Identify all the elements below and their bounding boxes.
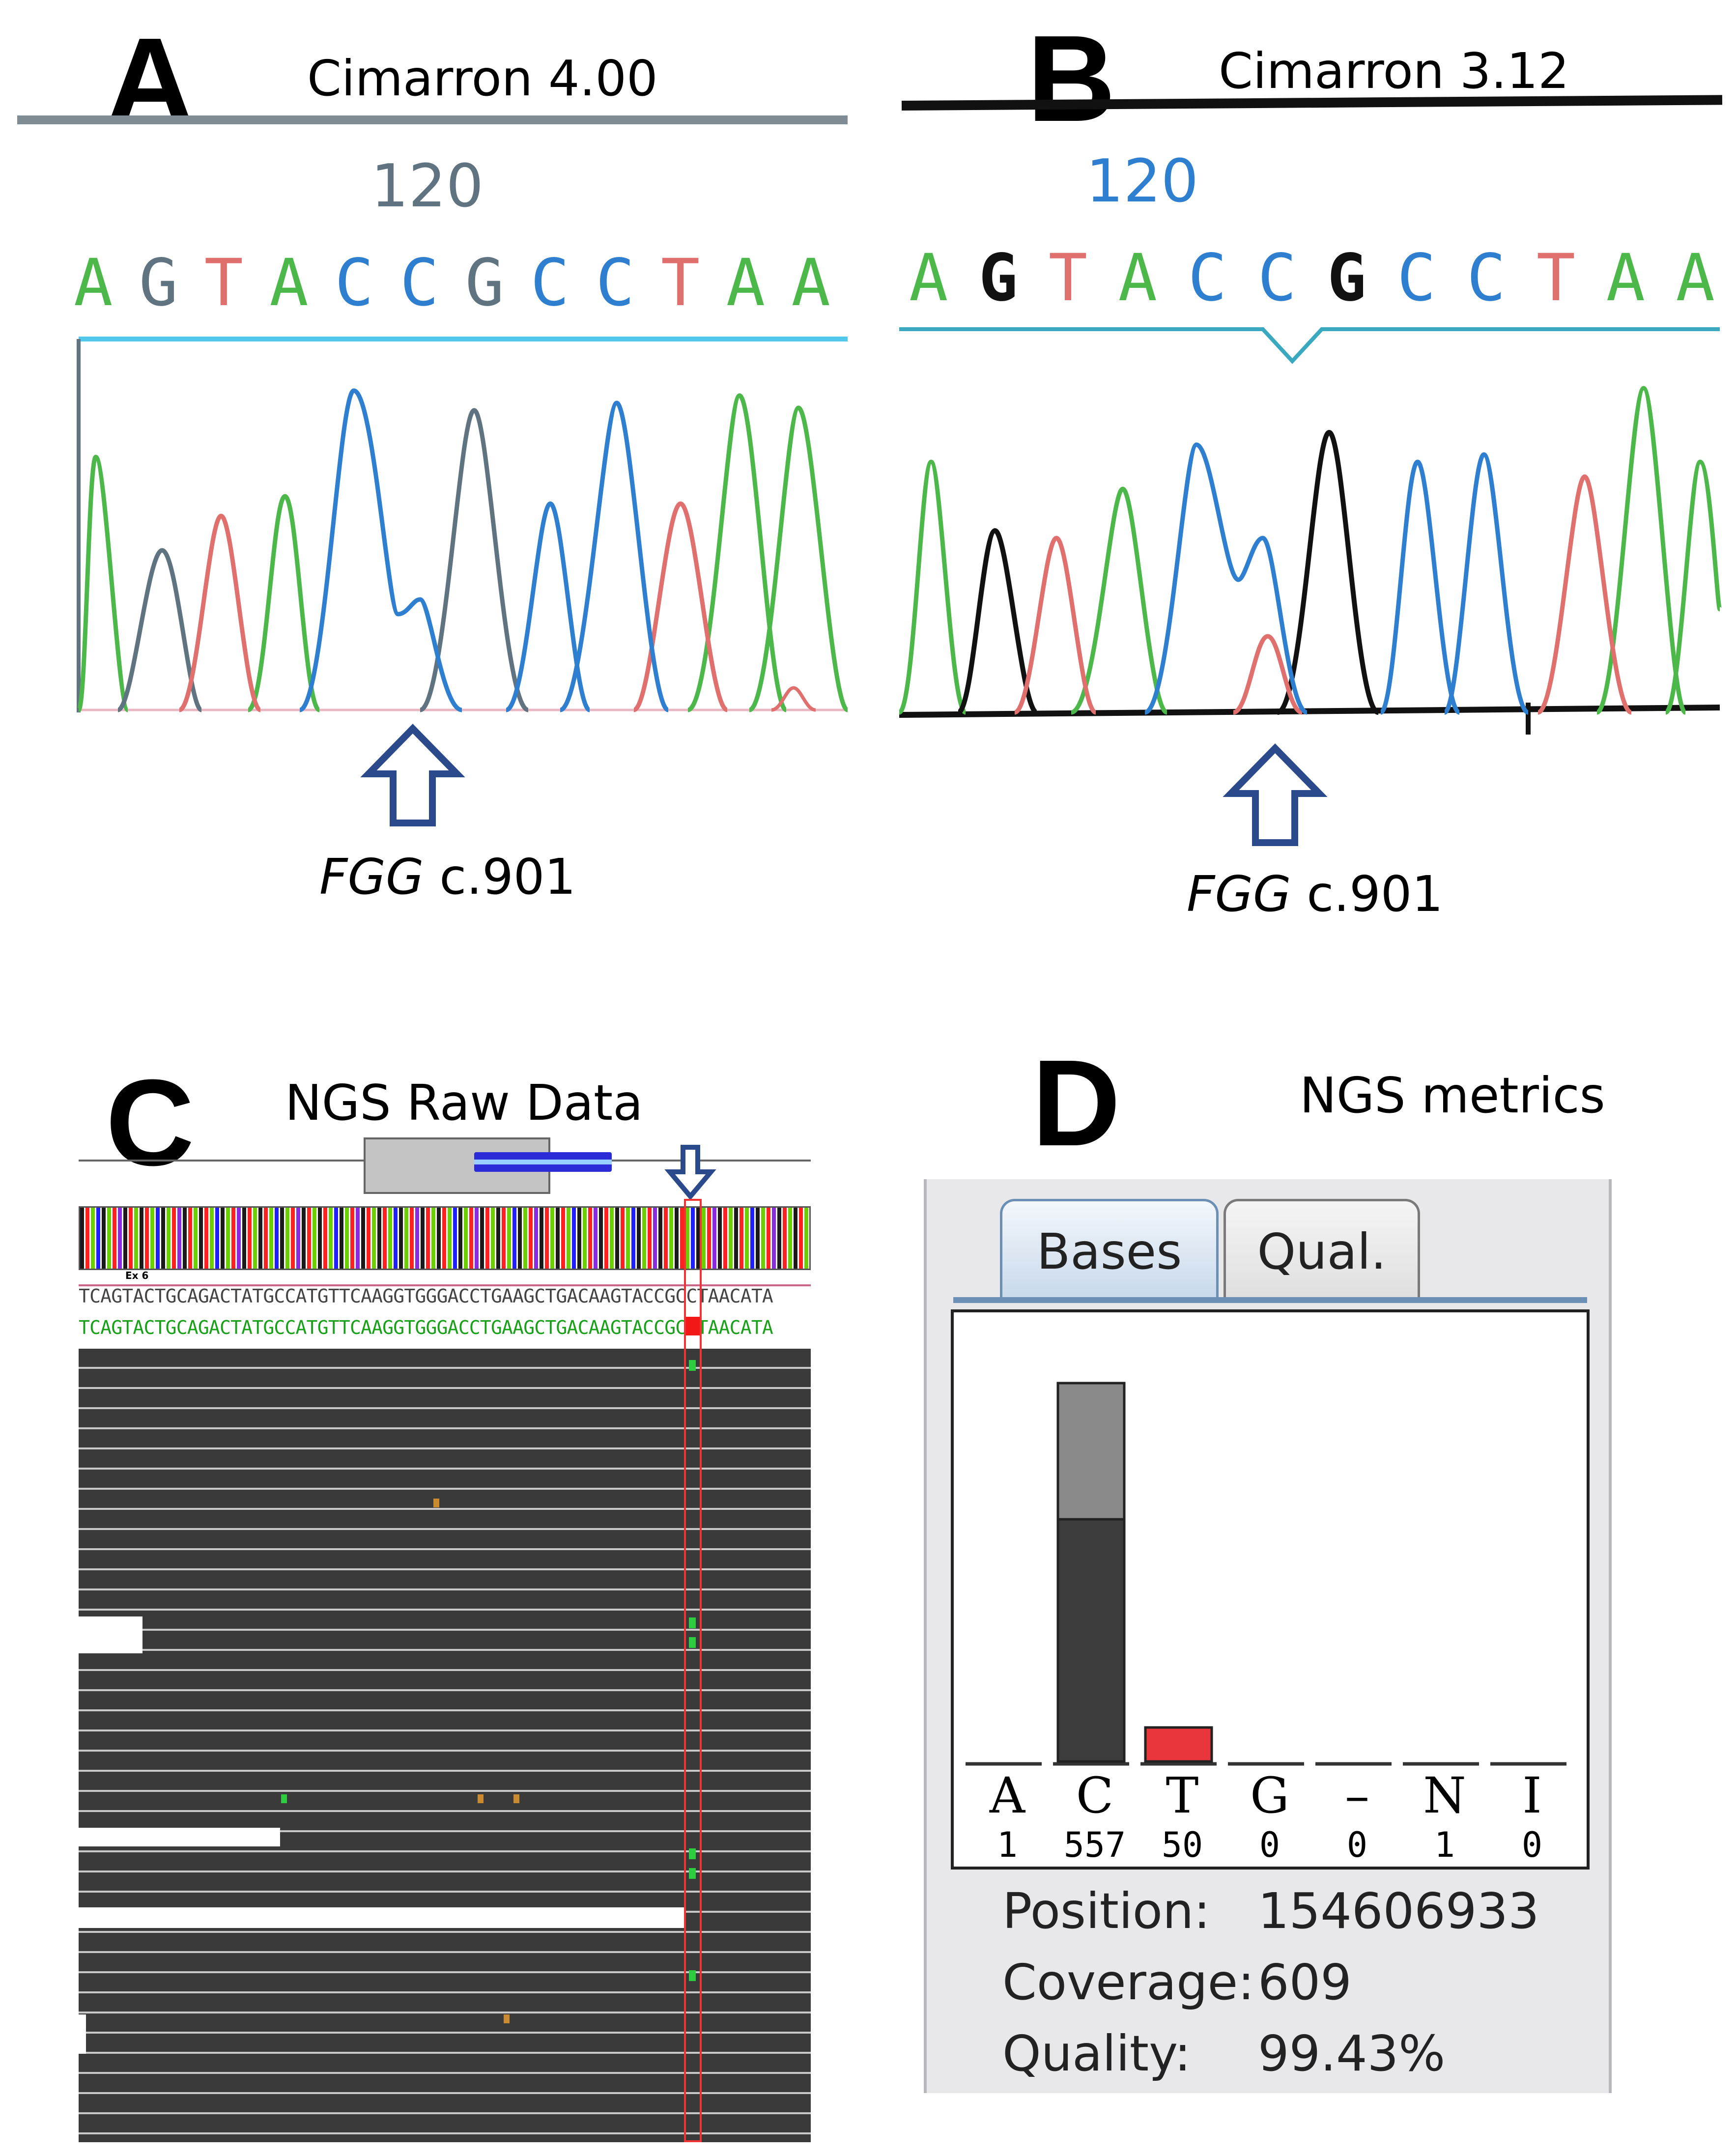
column-base-label: I — [1522, 1767, 1542, 1824]
panel-b-position-number: 120 — [1086, 147, 1199, 216]
gene-name: FGG — [1187, 865, 1291, 923]
column-base-label: A — [989, 1767, 1025, 1824]
read-gap — [79, 1828, 280, 1846]
column-count: 0 — [1346, 1825, 1368, 1865]
bar-T — [1144, 1726, 1213, 1763]
base-call: G — [139, 245, 178, 321]
variant-ref-cell — [686, 1317, 700, 1335]
variant-mark — [689, 1637, 696, 1648]
base-call: A — [1606, 240, 1646, 316]
tab-bases[interactable]: Bases — [1000, 1199, 1219, 1302]
read-gap — [79, 1907, 685, 1928]
column-count: 557 — [1063, 1825, 1126, 1865]
base-call: T — [204, 245, 244, 321]
panel-d-letter: D — [1032, 1034, 1121, 1171]
base-call: G — [1327, 240, 1366, 316]
base-call: A — [791, 245, 830, 321]
base-call: A — [74, 245, 113, 321]
base-call: C — [1188, 240, 1227, 316]
panel-c-arrow-icon — [664, 1145, 716, 1200]
mismatch-mark — [478, 1794, 484, 1803]
panel-b-arrow-icon — [1223, 743, 1328, 846]
exon-label: Ex 6 — [125, 1270, 149, 1281]
base-call: C — [530, 245, 569, 321]
base-call: C — [399, 245, 439, 321]
quality-label: Quality: — [1002, 2025, 1191, 2082]
position-value: 154606933 — [1258, 1882, 1539, 1940]
read-pileup — [79, 1349, 811, 2142]
panel-d-title: NGS metrics — [1300, 1067, 1605, 1124]
panel-a-top-rule — [17, 115, 848, 124]
base-call: A — [726, 245, 766, 321]
panel-a-variant-label: FGG c.901 — [319, 852, 576, 902]
base-call: T — [1048, 240, 1088, 316]
feature-bar-inner — [474, 1160, 612, 1164]
bar-C-upper-segment — [1056, 1382, 1126, 1521]
column-base-label: C — [1076, 1767, 1114, 1824]
base-call: G — [465, 245, 505, 321]
base-call: C — [1257, 240, 1297, 316]
panel-b-base-calls: A G T A C C G C C T A A — [909, 246, 1715, 311]
base-call: G — [978, 240, 1018, 316]
variant-mark — [689, 1360, 696, 1371]
quality-value: 99.43% — [1258, 2025, 1446, 2082]
base-call: A — [1118, 240, 1158, 316]
reference-sequence: TCAGTACTGCAGACTATGCCATGTTCAAGGTGGGACCTGA… — [79, 1288, 773, 1304]
variant-mark — [689, 1868, 696, 1879]
column-count: 0 — [1259, 1825, 1281, 1865]
column-count: 0 — [1521, 1825, 1543, 1865]
base-call: C — [1397, 240, 1436, 316]
mismatch-mark — [433, 1499, 439, 1507]
base-call: T — [1536, 240, 1576, 316]
mismatch-mark — [504, 2014, 510, 2023]
panel-a-position-number: 120 — [371, 152, 484, 221]
base-call: C — [335, 245, 374, 321]
base-call: C — [1466, 240, 1506, 316]
column-base-label: T — [1166, 1767, 1199, 1824]
column-base-label: G — [1250, 1767, 1289, 1824]
panel-a-base-calls: A G T A C C G C C T A A — [74, 251, 830, 315]
column-count: 1 — [996, 1825, 1018, 1865]
panel-c-letter: C — [106, 1054, 195, 1191]
variant-mark — [689, 1617, 696, 1628]
variant-column-highlight — [684, 1199, 702, 2142]
read-gap — [79, 1616, 142, 1653]
panel-b-chromatogram — [898, 327, 1722, 735]
base-call: C — [596, 245, 635, 321]
exon-label-track: Ex 6 — [79, 1270, 811, 1286]
column-base-label: – — [1345, 1767, 1369, 1824]
mismatch-mark — [513, 1794, 519, 1803]
consensus-sequence: TCAGTACTGCAGACTATGCCATGTTCAAGGTGGGACCTGA… — [79, 1320, 773, 1335]
column-base-label: N — [1423, 1767, 1466, 1824]
coverage-value: 609 — [1258, 1954, 1352, 2011]
panel-b-letter: B — [1027, 10, 1116, 147]
variant-position: c.901 — [439, 848, 576, 906]
position-label: Position: — [1002, 1882, 1211, 1940]
base-call: A — [1676, 240, 1715, 316]
variant-mark — [689, 1848, 696, 1859]
column-count: 1 — [1434, 1825, 1455, 1865]
base-call: A — [909, 240, 948, 316]
panel-b-title: Cimarron 3.12 — [1219, 42, 1569, 100]
read-gap — [79, 2014, 86, 2054]
coverage-label: Coverage: — [1002, 1954, 1254, 2011]
panel-a-arrow-icon — [360, 723, 465, 826]
variant-position: c.901 — [1307, 865, 1443, 923]
panel-c-title: NGS Raw Data — [285, 1074, 643, 1132]
base-call: A — [269, 245, 309, 321]
panel-b-variant-label: FGG c.901 — [1187, 870, 1443, 919]
sequence-color-strip — [79, 1206, 811, 1270]
column-count: 50 — [1161, 1825, 1203, 1865]
base-count-bars — [966, 1382, 1566, 1766]
variant-mark — [689, 1970, 696, 1981]
mismatch-mark — [281, 1794, 287, 1803]
panel-a-chromatogram — [76, 337, 849, 712]
tab-underline — [953, 1297, 1587, 1303]
panel-a-title: Cimarron 4.00 — [307, 50, 658, 107]
tab-quality[interactable]: Qual. — [1224, 1199, 1420, 1302]
base-call: T — [660, 245, 700, 321]
gene-name: FGG — [319, 848, 424, 906]
